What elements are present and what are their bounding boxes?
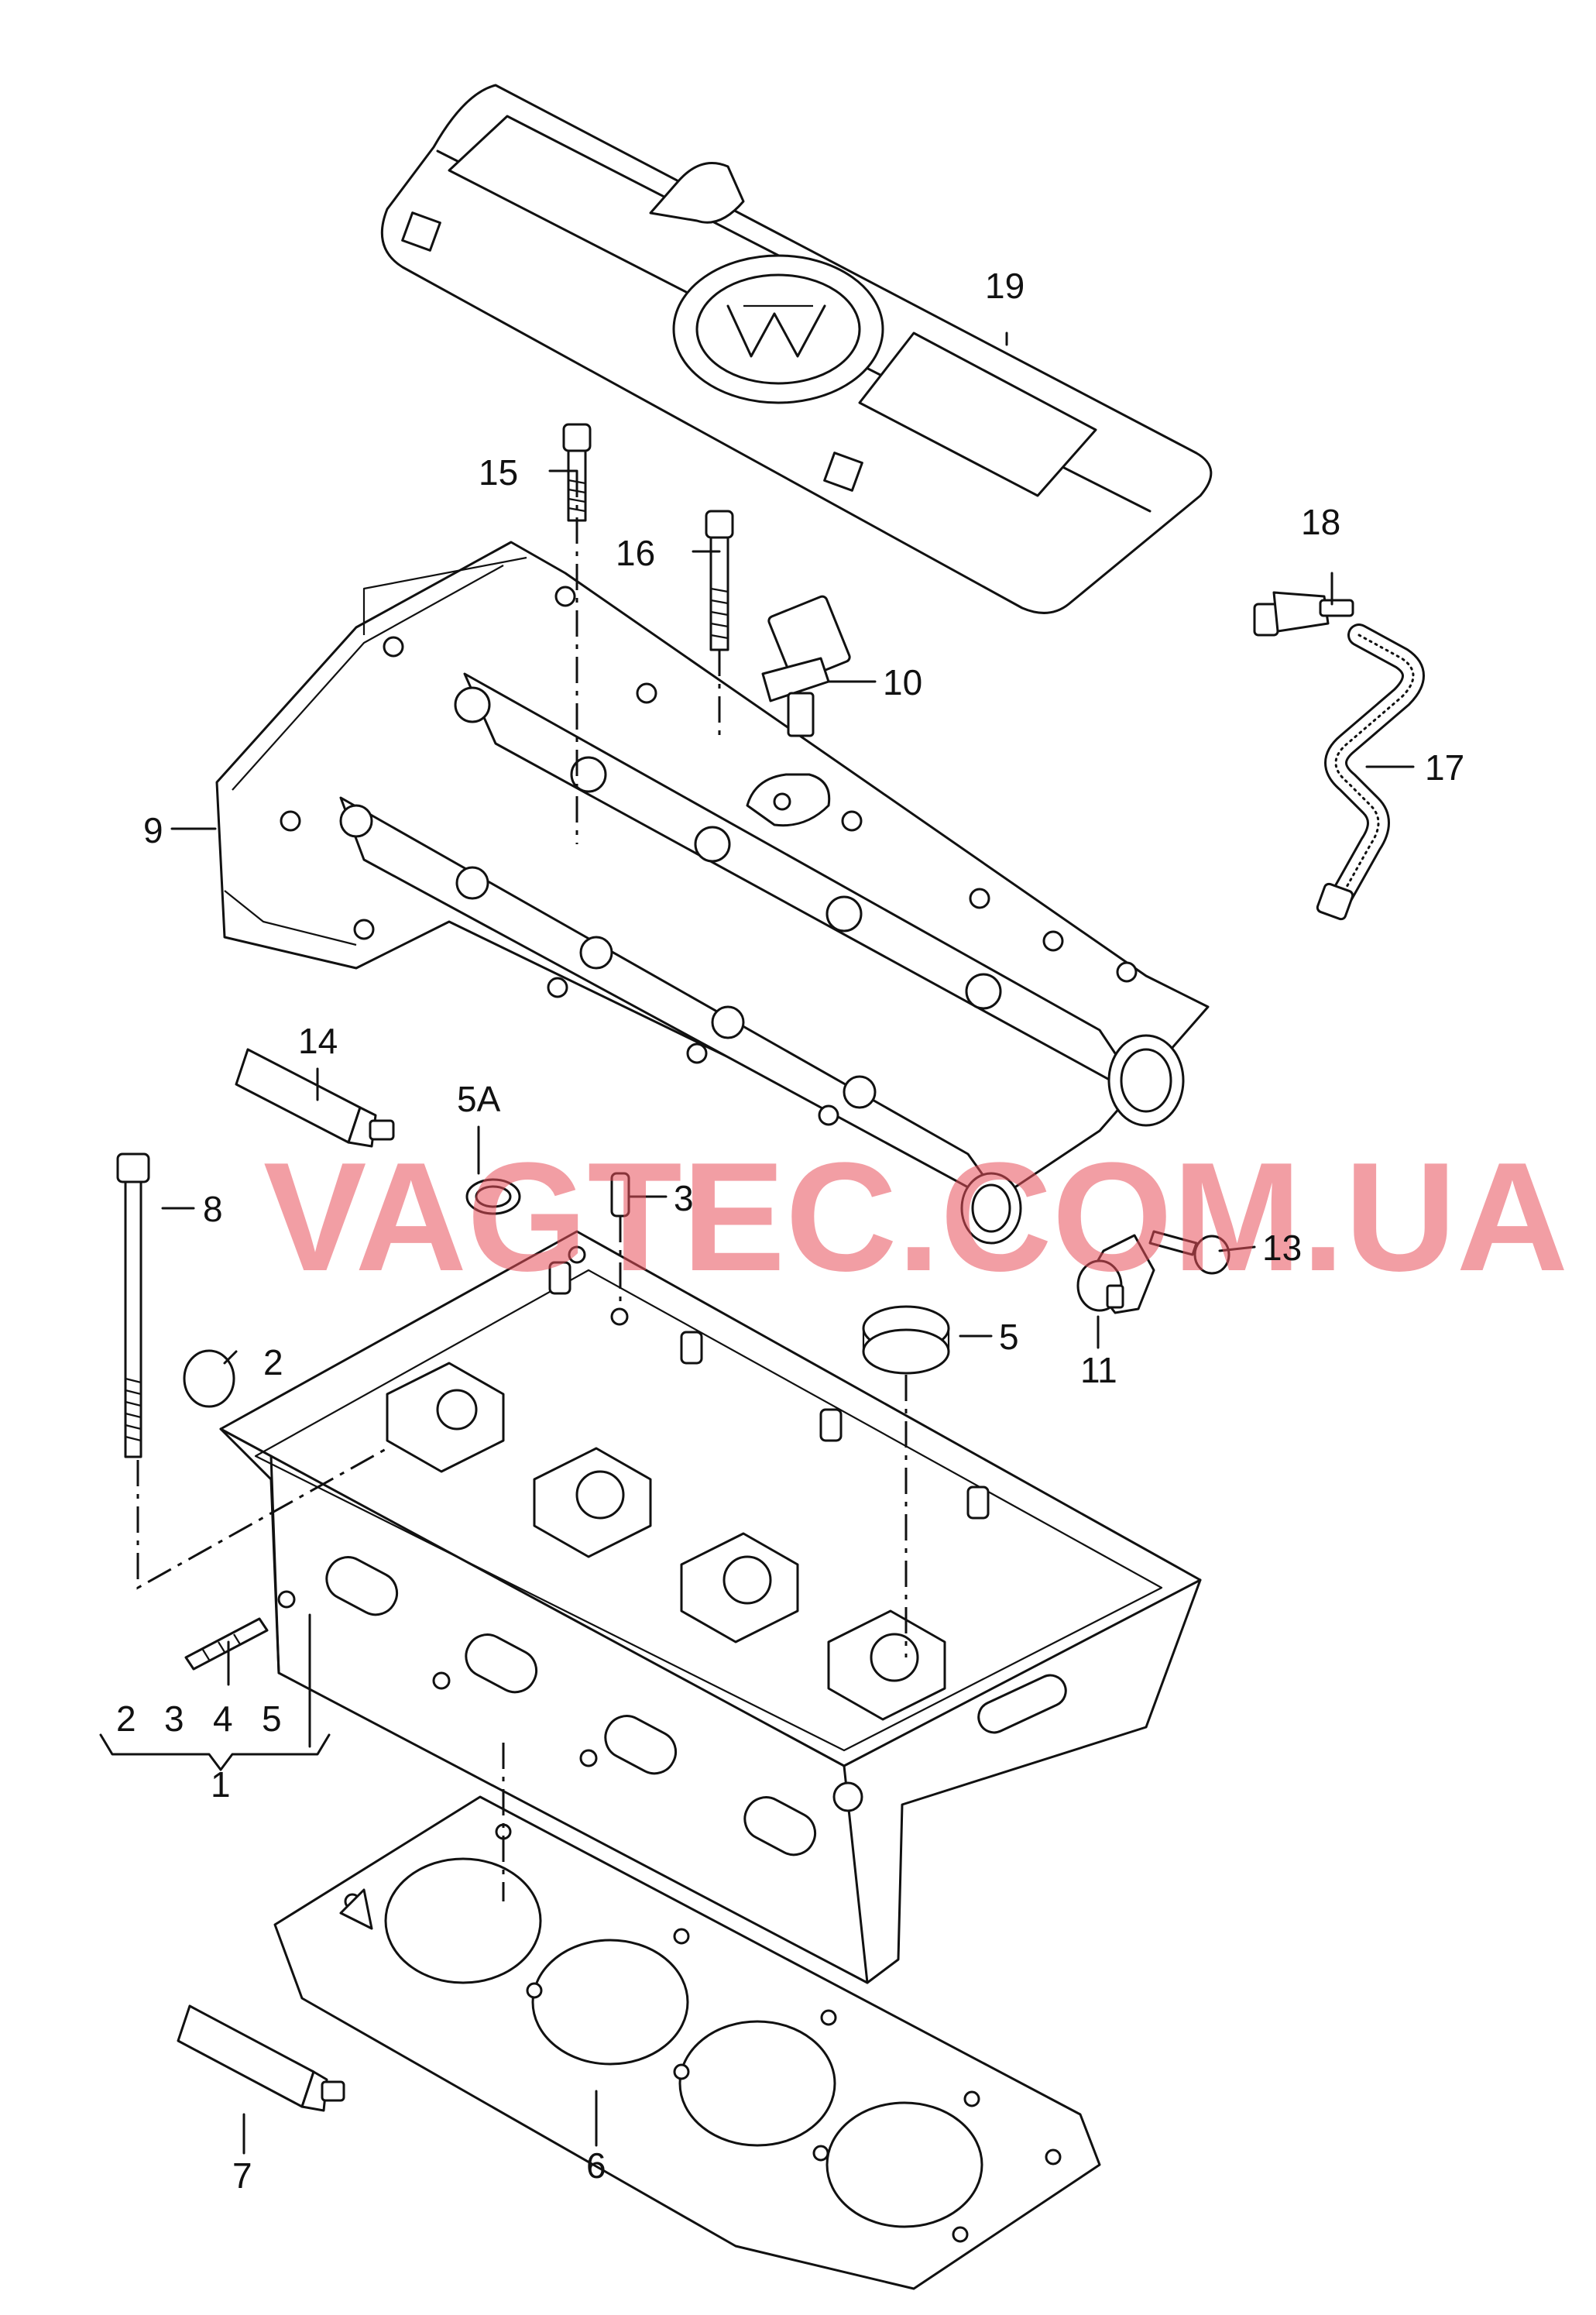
- hose-connector: [1253, 591, 1354, 637]
- bolt-16: [705, 510, 734, 651]
- callout-19: 19: [985, 266, 1025, 306]
- leader-lines: [99, 331, 1415, 2155]
- callout-16: 16: [616, 533, 655, 573]
- callout-8: 8: [203, 1189, 223, 1229]
- callout-2: 2: [263, 1342, 283, 1382]
- cylinder-head: [219, 1230, 1202, 1984]
- camshaft-housing: [215, 541, 1210, 1245]
- seal-ring-5a: [465, 1178, 521, 1215]
- stud: [184, 1617, 269, 1671]
- callout-1: 1: [211, 1764, 231, 1805]
- watermark-text: VAGTEC.COM.UA: [263, 1131, 1568, 1303]
- sealing-plug: [183, 1349, 235, 1408]
- callout-14: 14: [298, 1021, 338, 1061]
- head-bolt: [116, 1152, 150, 1458]
- seal-ring-5: [862, 1305, 950, 1375]
- group-label-3: 3: [164, 1698, 184, 1739]
- camshaft-sensor: [746, 595, 851, 827]
- sealant-tube-14: [235, 1048, 395, 1148]
- sealant-tube-7: [177, 2004, 345, 2112]
- callout-9: 9: [143, 810, 163, 850]
- callout-15: 15: [479, 452, 518, 493]
- callout-17: 17: [1425, 747, 1464, 788]
- callout-11: 11: [1080, 1350, 1117, 1390]
- group-label-2: 2: [116, 1698, 136, 1739]
- callouts: 19 15 16 10 18 17 9 14 5A 8 3 13 5 2 11 …: [116, 266, 1464, 2196]
- callout-7: 7: [232, 2155, 252, 2196]
- sensor-11: [1076, 1234, 1155, 1314]
- breather-hose: [1316, 623, 1425, 921]
- callout-6: 6: [586, 2145, 606, 2186]
- callout-10: 10: [883, 662, 922, 702]
- bolt-13: [1148, 1230, 1230, 1275]
- group-label-4: 4: [213, 1698, 233, 1739]
- group-label-5: 5: [262, 1698, 282, 1739]
- callout-5: 5: [999, 1317, 1019, 1357]
- callout-5a: 5A: [457, 1079, 501, 1119]
- callout-18: 18: [1301, 502, 1340, 542]
- callout-13: 13: [1262, 1228, 1302, 1268]
- alignment-lines: [136, 471, 908, 1901]
- engine-cover: [380, 84, 1213, 614]
- head-gasket: [273, 1795, 1101, 2290]
- callout-3: 3: [674, 1178, 694, 1218]
